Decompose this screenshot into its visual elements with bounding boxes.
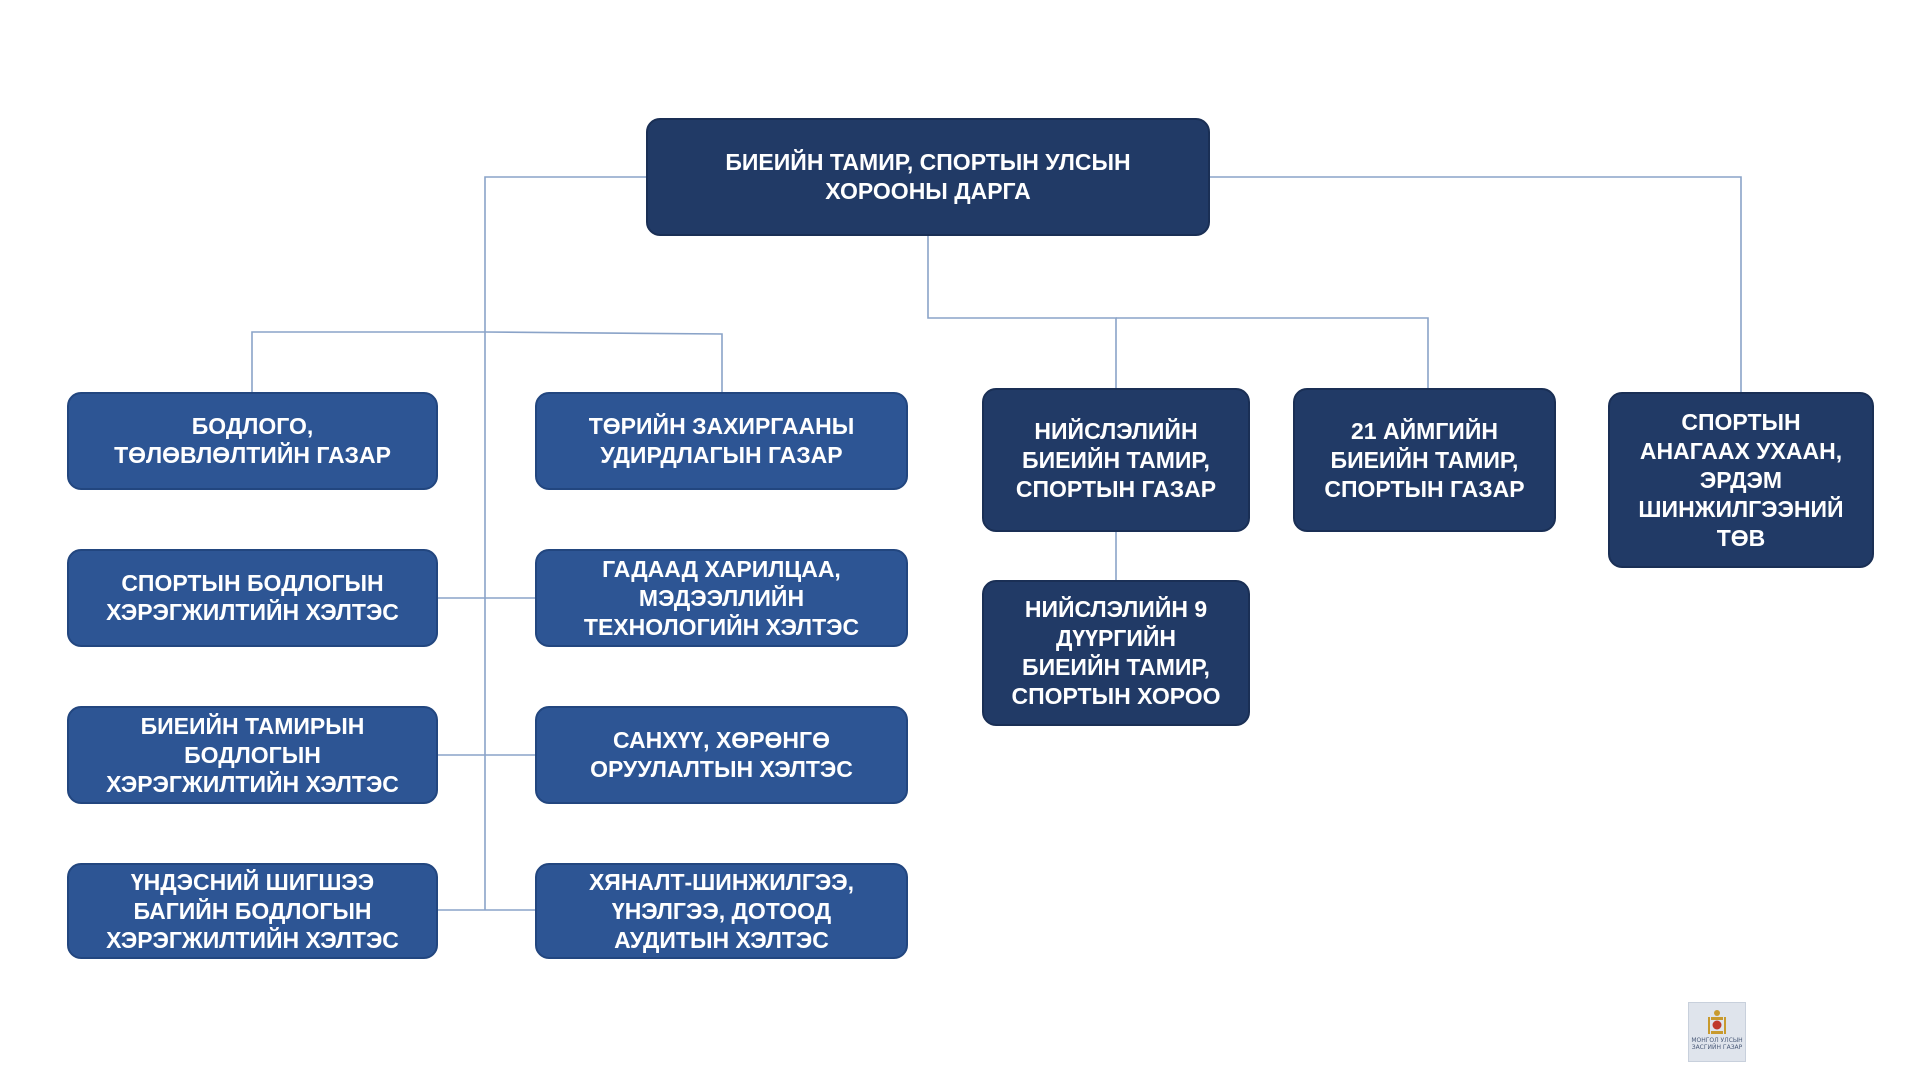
monitoring-audit-division-box: ХЯНАЛТ-ШИНЖИЛГЭЭ, ҮНЭЛГЭЭ, ДОТООД АУДИТЫ…: [535, 863, 908, 959]
connector-head-to-left-spine: [484, 176, 646, 910]
sports-policy-division-box: СПОРТЫН БОДЛОГЫН ХЭРЭГЖИЛТИЙН ХЭЛТЭС: [67, 549, 438, 647]
physical-education-policy-division-box: БИЕИЙН ТАМИРЫН БОДЛОГЫН ХЭРЭГЖИЛТИЙН ХЭЛ…: [67, 706, 438, 804]
head-box: БИЕИЙН ТАМИР, СПОРТЫН УЛСЫН ХОРООНЫ ДАРГ…: [646, 118, 1210, 236]
soyombo-emblem-icon: [1708, 1010, 1726, 1034]
connector-agencies-bracket: [1116, 317, 1429, 388]
capital-sports-agency-box: НИЙСЛЭЛИЙН БИЕИЙН ТАМИР, СПОРТЫН ГАЗАР: [982, 388, 1250, 532]
public-administration-department-box: ТӨРИЙН ЗАХИРГААНЫ УДИРДЛАГЫН ГАЗАР: [535, 392, 908, 490]
connector-left-bracket: [251, 331, 723, 392]
government-logo: МОНГОЛ УЛСЫН ЗАСГИЙН ГАЗАР: [1688, 1002, 1746, 1062]
logo-caption: МОНГОЛ УЛСЫН ЗАСГИЙН ГАЗАР: [1691, 1037, 1743, 1051]
district-sports-committees-box: НИЙСЛЭЛИЙН 9 ДҮҮРГИЙН БИЕИЙН ТАМИР, СПОР…: [982, 580, 1250, 726]
national-team-policy-division-box: ҮНДЭСНИЙ ШИГШЭЭ БАГИЙН БОДЛОГЫН ХЭРЭГЖИЛ…: [67, 863, 438, 959]
sports-medicine-research-center-box: СПОРТЫН АНАГААХ УХААН, ЭРДЭМ ШИНЖИЛГЭЭНИ…: [1608, 392, 1874, 568]
foreign-relations-it-division-box: ГАДААД ХАРИЛЦАА, МЭДЭЭЛЛИЙН ТЕХНОЛОГИЙН …: [535, 549, 908, 647]
aimag-sports-agencies-box: 21 АЙМГИЙН БИЕИЙН ТАМИР, СПОРТЫН ГАЗАР: [1293, 388, 1556, 532]
policy-planning-department-box: БОДЛОГО, ТӨЛӨВЛӨЛТИЙН ГАЗАР: [67, 392, 438, 490]
connector-head-to-agencies: [927, 236, 1117, 388]
connector-head-to-center: [1210, 176, 1742, 392]
finance-investment-division-box: САНХҮҮ, ХӨРӨНГӨ ОРУУЛАЛТЫН ХЭЛТЭС: [535, 706, 908, 804]
